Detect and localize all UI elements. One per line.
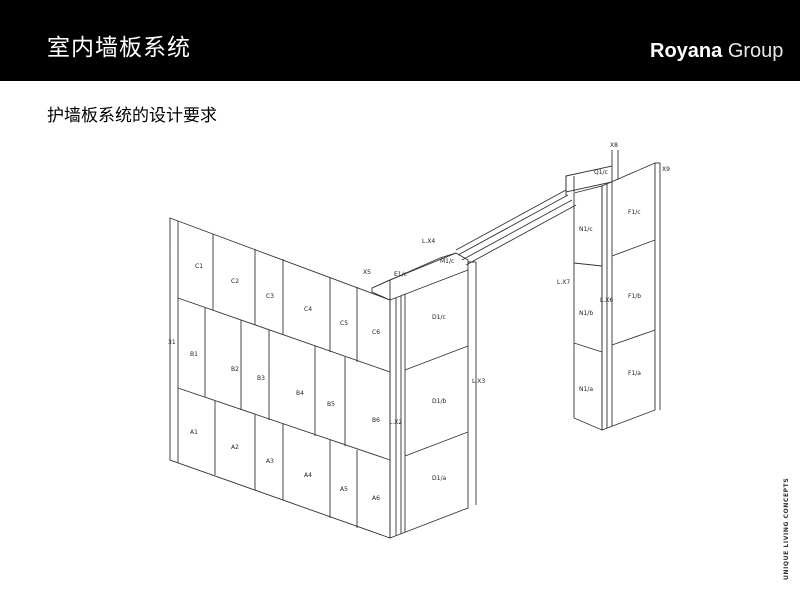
panel-label-a3: A3 [266,458,274,465]
panel-label-b1: B1 [190,351,198,358]
panel-label-a4: A4 [304,472,312,479]
mark-lx6: L.X6 [600,297,613,304]
left-wall [169,217,391,539]
mark-x9: X9 [662,166,670,173]
panel-label-c2: C2 [231,278,239,285]
brand-suffix: Group [727,40,784,62]
dimension-marks: 31 X5 L.X4 L.X2 L.X3 L.X7 L.X6 X8 X9 [168,142,670,426]
mark-31: 31 [168,339,176,346]
vertical-tagline: UNIQUE LIVING CONCEPTS [783,477,790,580]
header-bar: 室内墙板系统 Royana Group [0,0,800,81]
mark-lx7: L.X7 [557,279,570,286]
panel-labels: C1 C2 C3 C4 C5 C6 B1 B2 B3 B4 B5 B6 A1 A… [190,169,641,502]
panel-label-c5: C5 [340,320,348,327]
panel-label-b3: B3 [257,375,265,382]
panel-label-n1c: N1/c [579,226,593,233]
panel-label-a5: A5 [340,486,348,493]
panel-label-n1a: N1/a [579,386,593,393]
panel-label-a1: A1 [190,429,198,436]
page-title: 室内墙板系统 [47,35,191,61]
panel-label-f1a: F1/a [628,370,641,377]
panel-label-d1a: D1/a [432,475,446,482]
mark-lx4: L.X4 [422,238,435,245]
panel-label-b4: B4 [296,390,304,397]
panel-label-c6: C6 [372,329,380,336]
panel-label-b5: B5 [327,401,335,408]
mark-x5: X5 [363,269,371,276]
panel-label-n1b: N1/b [579,310,593,317]
panel-label-d1b: D1/b [432,398,446,405]
panel-label-f1c: F1/c [628,209,641,216]
panel-label-a2: A2 [231,444,239,451]
panel-label-b2: B2 [231,366,239,373]
front-block [371,252,477,539]
panel-label-m1c: M1/c [440,258,454,265]
panel-label-c3: C3 [266,293,274,300]
panel-label-d1c: D1/c [432,314,446,321]
panel-label-c4: C4 [304,306,312,313]
panel-label-c1: C1 [195,263,203,270]
mark-lx3: L.X3 [472,378,485,385]
panel-label-a6: A6 [372,495,380,502]
mark-lx2: L.X2 [389,419,402,426]
connecting-beam [455,189,577,266]
panel-label-b6: B6 [372,417,380,424]
panel-label-e1c: E1/c [394,271,407,278]
panel-label-f1b: F1/b [628,293,641,300]
brand-name: Royana [650,40,723,62]
mark-x8: X8 [610,142,618,149]
section-subtitle: 护墙板系统的设计要求 [47,106,217,126]
brand-logo: Royana Group [650,40,783,63]
right-tower [565,150,661,431]
panel-label-q1c: Q1/c [594,169,608,176]
